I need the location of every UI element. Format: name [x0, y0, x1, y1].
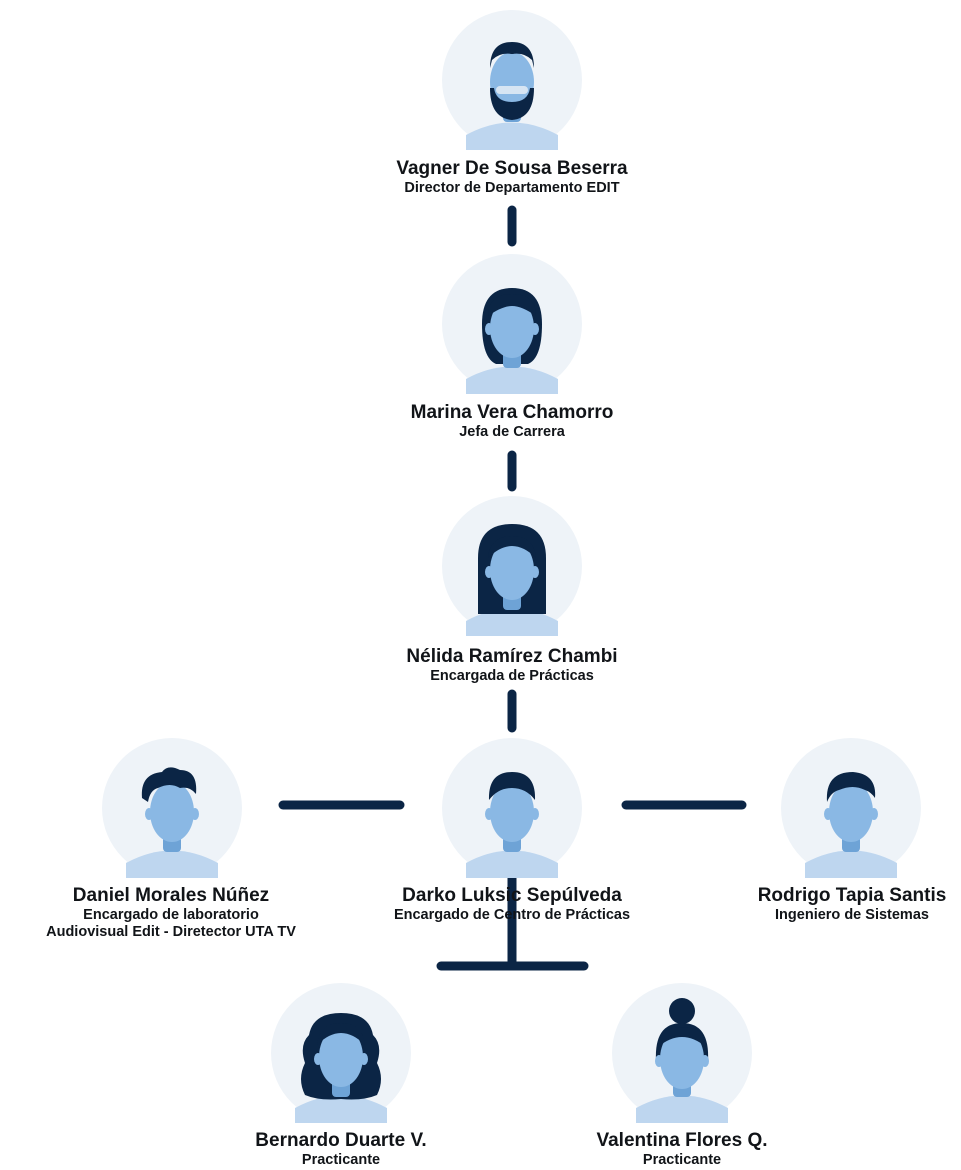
- avatar-rodrigo: [781, 738, 921, 878]
- person-bernardo: Bernardo Duarte V. Practicante: [161, 1130, 521, 1169]
- person-name: Valentina Flores Q.: [596, 1130, 768, 1151]
- woman-long-hair-avatar: [442, 496, 582, 636]
- avatar-bernardo: [271, 983, 411, 1123]
- avatar-nelida: [442, 496, 582, 636]
- person-valentina: Valentina Flores Q. Practicante: [502, 1130, 862, 1169]
- man-side-part-avatar: [781, 738, 921, 878]
- person-role: Practicante: [301, 1152, 381, 1168]
- person-darko: Darko Luksic Sepúlveda Encargado de Cent…: [332, 885, 692, 924]
- person-role: Encargada de Prácticas: [430, 668, 594, 684]
- avatar-valentina: [612, 983, 752, 1123]
- woman-bob-hair-avatar: [442, 254, 582, 394]
- person-nelida: Nélida Ramírez Chambi Encargada de Práct…: [332, 646, 692, 685]
- woman-bun-hair-avatar: [612, 983, 752, 1123]
- person-name: Rodrigo Tapia Santis: [757, 885, 947, 906]
- person-role-line2: Audiovisual Edit - Diretector UTA TV: [46, 924, 296, 940]
- man-short-hair-avatar: [442, 738, 582, 878]
- avatar-vagner: [442, 10, 582, 150]
- person-name: Daniel Morales Núñez: [72, 885, 270, 906]
- person-name: Darko Luksic Sepúlveda: [402, 885, 622, 906]
- person-rodrigo: Rodrigo Tapia Santis Ingeniero de Sistem…: [672, 885, 961, 924]
- person-name: Nélida Ramírez Chambi: [406, 646, 618, 667]
- avatar-darko: [442, 738, 582, 878]
- man-curly-hair-avatar: [102, 738, 242, 878]
- person-daniel: Daniel Morales Núñez Encargado de labora…: [0, 885, 351, 941]
- person-role: Practicante: [642, 1152, 722, 1168]
- person-role: Ingeniero de Sistemas: [775, 907, 929, 923]
- person-role: Encargado de Centro de Prácticas: [393, 907, 631, 923]
- person-name: Bernardo Duarte V.: [255, 1130, 427, 1151]
- avatar-marina: [442, 254, 582, 394]
- person-name: Marina Vera Chamorro: [410, 402, 614, 423]
- person-role: Director de Departamento EDIT: [404, 180, 620, 196]
- person-marina: Marina Vera Chamorro Jefa de Carrera: [332, 402, 692, 441]
- avatar-daniel: [102, 738, 242, 878]
- person-name: Vagner De Sousa Beserra: [396, 158, 628, 179]
- person-vagner: Vagner De Sousa Beserra Director de Depa…: [332, 158, 692, 197]
- bearded-man-sunglasses-avatar: [442, 10, 582, 150]
- person-role: Encargado de laboratorio: [83, 907, 259, 923]
- woman-wavy-hair-avatar: [271, 983, 411, 1123]
- person-role: Jefa de Carrera: [459, 424, 565, 440]
